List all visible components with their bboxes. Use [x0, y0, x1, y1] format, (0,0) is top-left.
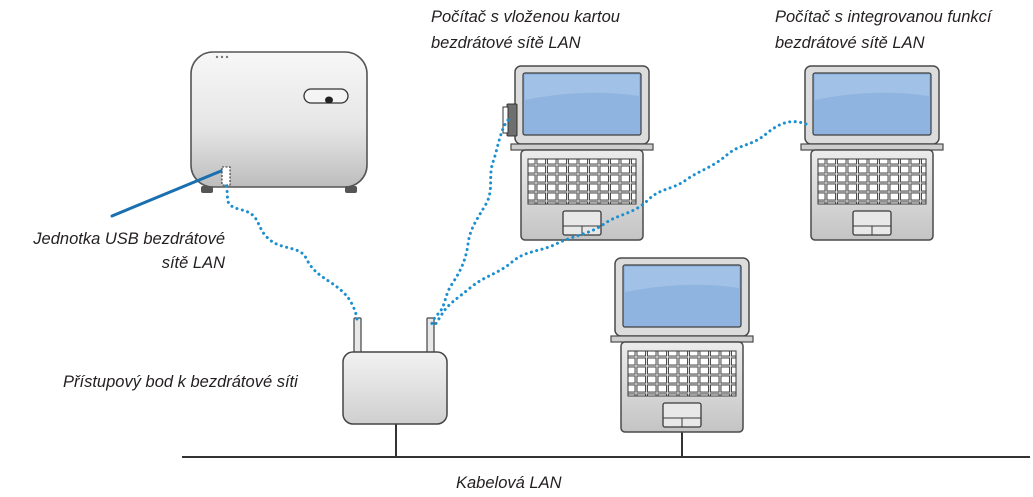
label-laptop-integrated: Počítač s integrovanou funkcí bezdrátové… — [775, 6, 991, 54]
usb-wireless-unit — [221, 166, 231, 186]
label-usb-unit: Jednotka USB bezdrátové sítě LAN — [5, 228, 225, 274]
label-laptop-integrated-line2: bezdrátové sítě LAN — [775, 34, 925, 52]
label-laptop-card-line1: Počítač s vloženou kartou — [431, 8, 620, 26]
label-laptop-card-line2: bezdrátové sítě LAN — [431, 34, 581, 52]
label-laptop-integrated-line1: Počítač s integrovanou funkcí — [775, 8, 992, 26]
access-point — [342, 317, 448, 425]
label-wired-lan-text: Kabelová LAN — [456, 474, 562, 492]
label-wired-lan: Kabelová LAN — [456, 472, 562, 494]
label-laptop-card: Počítač s vloženou kartou bezdrátové sít… — [431, 6, 620, 54]
label-access-point-text: Přístupový bod k bezdrátové síti — [63, 373, 298, 391]
usb-pointer-line — [110, 169, 223, 218]
laptop-wired — [610, 257, 754, 433]
laptop-with-card — [502, 65, 654, 241]
label-usb-unit-line2: sítě LAN — [161, 254, 225, 272]
wifi-link-projector — [224, 184, 359, 322]
wifi-link-laptop-integrated — [432, 120, 808, 328]
laptop-integrated — [800, 65, 944, 241]
wifi-link-laptop-card — [429, 118, 510, 328]
label-access-point: Přístupový bod k bezdrátové síti — [63, 371, 298, 393]
label-usb-unit-line1: Jednotka USB bezdrátové — [33, 230, 225, 248]
projector — [190, 51, 368, 193]
